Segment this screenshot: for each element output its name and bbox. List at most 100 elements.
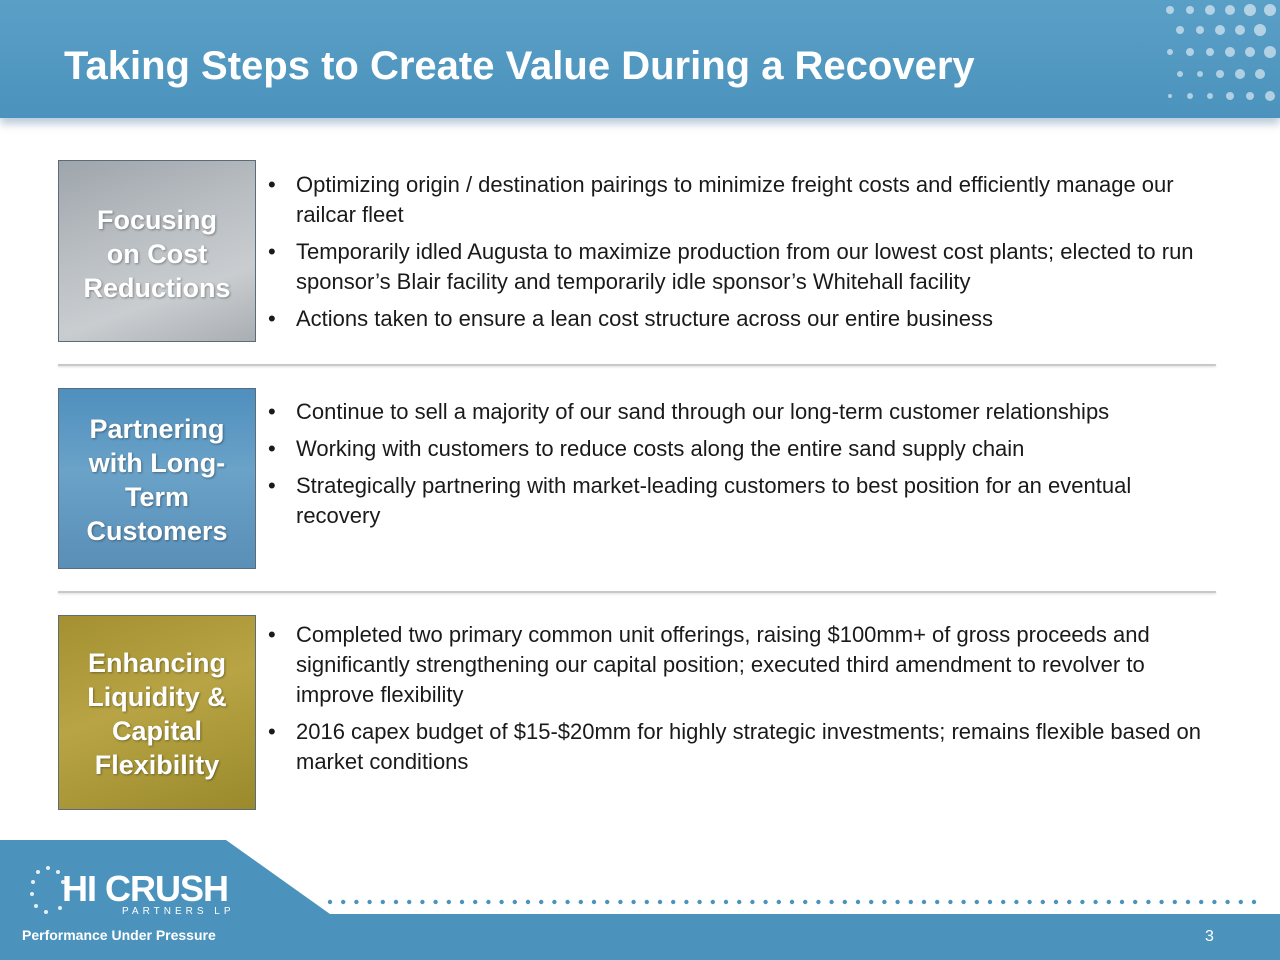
footer-dot (948, 899, 953, 905)
tile-liquidity: Enhancing Liquidity & Capital Flexibilit… (58, 615, 256, 810)
footer-dot (816, 899, 821, 905)
company-logo: HI CRUSH (62, 868, 229, 909)
footer-dot (974, 899, 979, 905)
bullet-list-cost: •Optimizing origin / destination pairing… (268, 170, 1218, 341)
footer-dot (341, 899, 346, 905)
footer-dot (1067, 899, 1072, 905)
tile-label-line: on Cost (106, 239, 208, 269)
footer-dot (327, 899, 333, 905)
footer-dot (1133, 899, 1138, 905)
footer-dot (407, 899, 412, 905)
tile-label-line: Reductions (83, 273, 231, 303)
tile-label-line: Partnering (89, 414, 225, 444)
bullet-item: •Temporarily idled Augusta to maximize p… (268, 239, 1194, 294)
footer-dot (578, 899, 583, 905)
tile-label: Partnering with Long- Term Customers (59, 412, 255, 548)
tile-background-image (59, 616, 255, 809)
bullet-item: •Optimizing origin / destination pairing… (268, 172, 1174, 227)
bullet-glyph: • (268, 399, 276, 424)
footer-dot (565, 899, 570, 905)
footer-dot (657, 899, 663, 905)
footer-dot (987, 899, 993, 905)
footer-dot (1199, 899, 1204, 905)
footer-dot (961, 899, 966, 905)
bullet-item: •Actions taken to ensure a lean cost str… (268, 304, 1218, 334)
decorative-dots-icon (1166, 4, 1276, 101)
tile-label-line: Capital (111, 716, 203, 746)
footer-dot (539, 899, 544, 905)
tile-background-image (59, 161, 255, 341)
section-divider (58, 591, 1216, 593)
footer-dot (486, 899, 491, 905)
footer-dot (1185, 899, 1191, 905)
footer-dot (1040, 899, 1045, 905)
tile-label-line: Customers (86, 516, 228, 546)
bullet-glyph: • (268, 436, 276, 461)
footer-dot (935, 899, 940, 905)
bullet-item: •Completed two primary common unit offer… (268, 622, 1150, 707)
footer-dot (684, 899, 689, 905)
footer-dot (789, 899, 795, 905)
tile-cost-reductions: Focusing on Cost Reductions (58, 160, 256, 342)
footer-dot (829, 899, 834, 905)
bullet-item: •Working with customers to reduce costs … (268, 434, 1218, 464)
footer-dot (1119, 899, 1125, 905)
tile-label-line: with Long- (88, 448, 226, 478)
bullet-glyph: • (268, 172, 276, 197)
footer-dot (367, 899, 372, 905)
header-banner: Taking Steps to Create Value During a Re… (0, 0, 1280, 118)
footer-bar (0, 914, 1280, 960)
footer-dot (1251, 899, 1257, 905)
footer-dot (869, 899, 874, 905)
footer-dot (750, 899, 755, 905)
bullet-glyph: • (268, 719, 276, 744)
footer-dot (908, 899, 913, 905)
footer-dot (1001, 899, 1006, 905)
footer-dot (1093, 899, 1098, 905)
footer-dot (354, 899, 359, 905)
company-tagline: Performance Under Pressure (22, 927, 216, 943)
footer-dot (380, 899, 385, 905)
tile-label-line: Focusing (97, 205, 217, 235)
bullet-glyph: • (268, 622, 276, 647)
footer-dot (591, 899, 597, 905)
section-divider (58, 364, 1216, 366)
footer-dot (737, 899, 742, 905)
footer-dotted-line (327, 899, 1257, 905)
company-logo-subtext: PARTNERS LP (122, 906, 235, 917)
footer-dot (895, 899, 900, 905)
bullet-item: •Continue to sell a majority of our sand… (268, 397, 1218, 427)
footer-dot (618, 899, 623, 905)
tile-label-line: Flexibility (94, 750, 220, 780)
footer-dot (1225, 899, 1230, 905)
footer-dot (644, 899, 649, 905)
bullet-glyph: • (268, 473, 276, 498)
footer-dot (499, 899, 504, 905)
footer-dot (882, 899, 887, 905)
footer-dot (1146, 899, 1151, 905)
tile-label-line: Term (124, 482, 190, 512)
footer-dot (763, 899, 768, 905)
bullet-glyph: • (268, 239, 276, 264)
footer-dot (803, 899, 808, 905)
footer-dot (710, 899, 715, 905)
tile-customers: Partnering with Long- Term Customers (58, 388, 256, 569)
bullet-list-liquidity: •Completed two primary common unit offer… (268, 620, 1218, 784)
footer-dot (420, 899, 425, 905)
footer-dot (1014, 899, 1019, 905)
logo-sunburst-icon (30, 866, 65, 914)
footer-dot (1027, 899, 1032, 905)
footer-dot (842, 899, 847, 905)
footer-dot (525, 899, 531, 905)
footer-dot (723, 899, 729, 905)
footer-dot (1080, 899, 1085, 905)
footer-dot (605, 899, 610, 905)
footer-dot (776, 899, 781, 905)
footer-dot (459, 899, 465, 905)
footer-dot (1053, 899, 1059, 905)
tile-label: Enhancing Liquidity & Capital Flexibilit… (59, 646, 255, 782)
tile-label-line: Enhancing (87, 648, 226, 678)
bullet-list-customers: •Continue to sell a majority of our sand… (268, 397, 1218, 538)
footer-dot (1106, 899, 1111, 905)
tile-label-line: Liquidity & (87, 682, 227, 712)
